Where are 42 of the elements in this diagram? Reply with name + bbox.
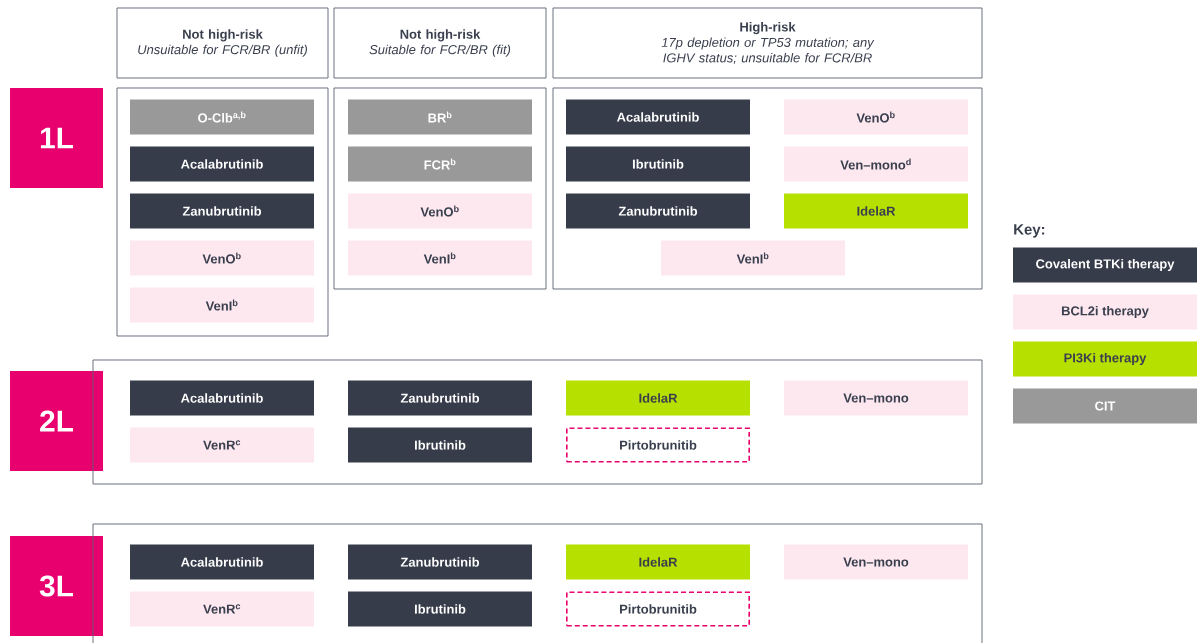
therapy-box: Zanubrutinib <box>130 193 314 229</box>
column-header: High-risk 17p depletion or TP53 mutation; any IGHV status; unsuitable for FCR/BR <box>552 7 983 79</box>
therapy-box: FCR$^{b}$ <box>348 146 532 182</box>
therapy-box: Acalabrutinib <box>130 146 314 182</box>
therapy-box: IdelaR <box>566 380 750 416</box>
therapy-box: VenI$^{b}$ <box>661 240 845 276</box>
therapy-box: Acalabrutinib <box>566 99 750 135</box>
therapy-box: BR$^{b}$ <box>348 99 532 135</box>
line-badge: 2L <box>10 371 103 471</box>
therapy-box: O-Clb$^{a,b}$ <box>130 99 314 135</box>
line-badge: 1L <box>10 88 103 188</box>
therapy-box: VenI$^{b}$ <box>130 287 314 323</box>
panel-frame <box>92 359 983 485</box>
therapy-box: Acalabrutinib <box>130 544 314 580</box>
therapy-box: Ven–mono <box>784 544 968 580</box>
therapy-box: VenR$^{c}$ <box>130 427 314 463</box>
panel-frame <box>333 87 547 290</box>
therapy-box: VenR$^{c}$ <box>130 591 314 627</box>
therapy-box: IdelaR <box>784 193 968 229</box>
therapy-box: VenO$^{b}$ <box>348 193 532 229</box>
therapy-box: Ven–mono$^{d}$ <box>784 146 968 182</box>
key-heading: Key: <box>1014 224 1045 238</box>
therapy-box: IdelaR <box>566 544 750 580</box>
therapy-box: Zanubrutinib <box>348 380 532 416</box>
column-header: Not high-risk Unsuitable for FCR/BR (unfit) <box>116 7 329 79</box>
therapy-box: Pirtobrunitib <box>566 591 750 627</box>
therapy-box: VenI$^{b}$ <box>348 240 532 276</box>
therapy-box: Pirtobrunitib <box>566 427 750 463</box>
column-header: Not high-risk Suitable for FCR/BR (fit) <box>333 7 547 79</box>
therapy-box: Ibrutinib <box>348 591 532 627</box>
therapy-box: Acalabrutinib <box>130 380 314 416</box>
therapy-box: Zanubrutinib <box>348 544 532 580</box>
therapy-box: Ven–mono <box>784 380 968 416</box>
therapy-box: VenO$^{b}$ <box>130 240 314 276</box>
panel-frame <box>552 87 983 290</box>
panel-frame <box>92 523 983 643</box>
line-badge: 3L <box>10 536 103 636</box>
therapy-box: Ibrutinib <box>348 427 532 463</box>
therapy-box: Ibrutinib <box>566 146 750 182</box>
therapy-box: VenO$^{b}$ <box>784 99 968 135</box>
therapy-box: Zanubrutinib <box>566 193 750 229</box>
panel-frame <box>116 87 329 337</box>
